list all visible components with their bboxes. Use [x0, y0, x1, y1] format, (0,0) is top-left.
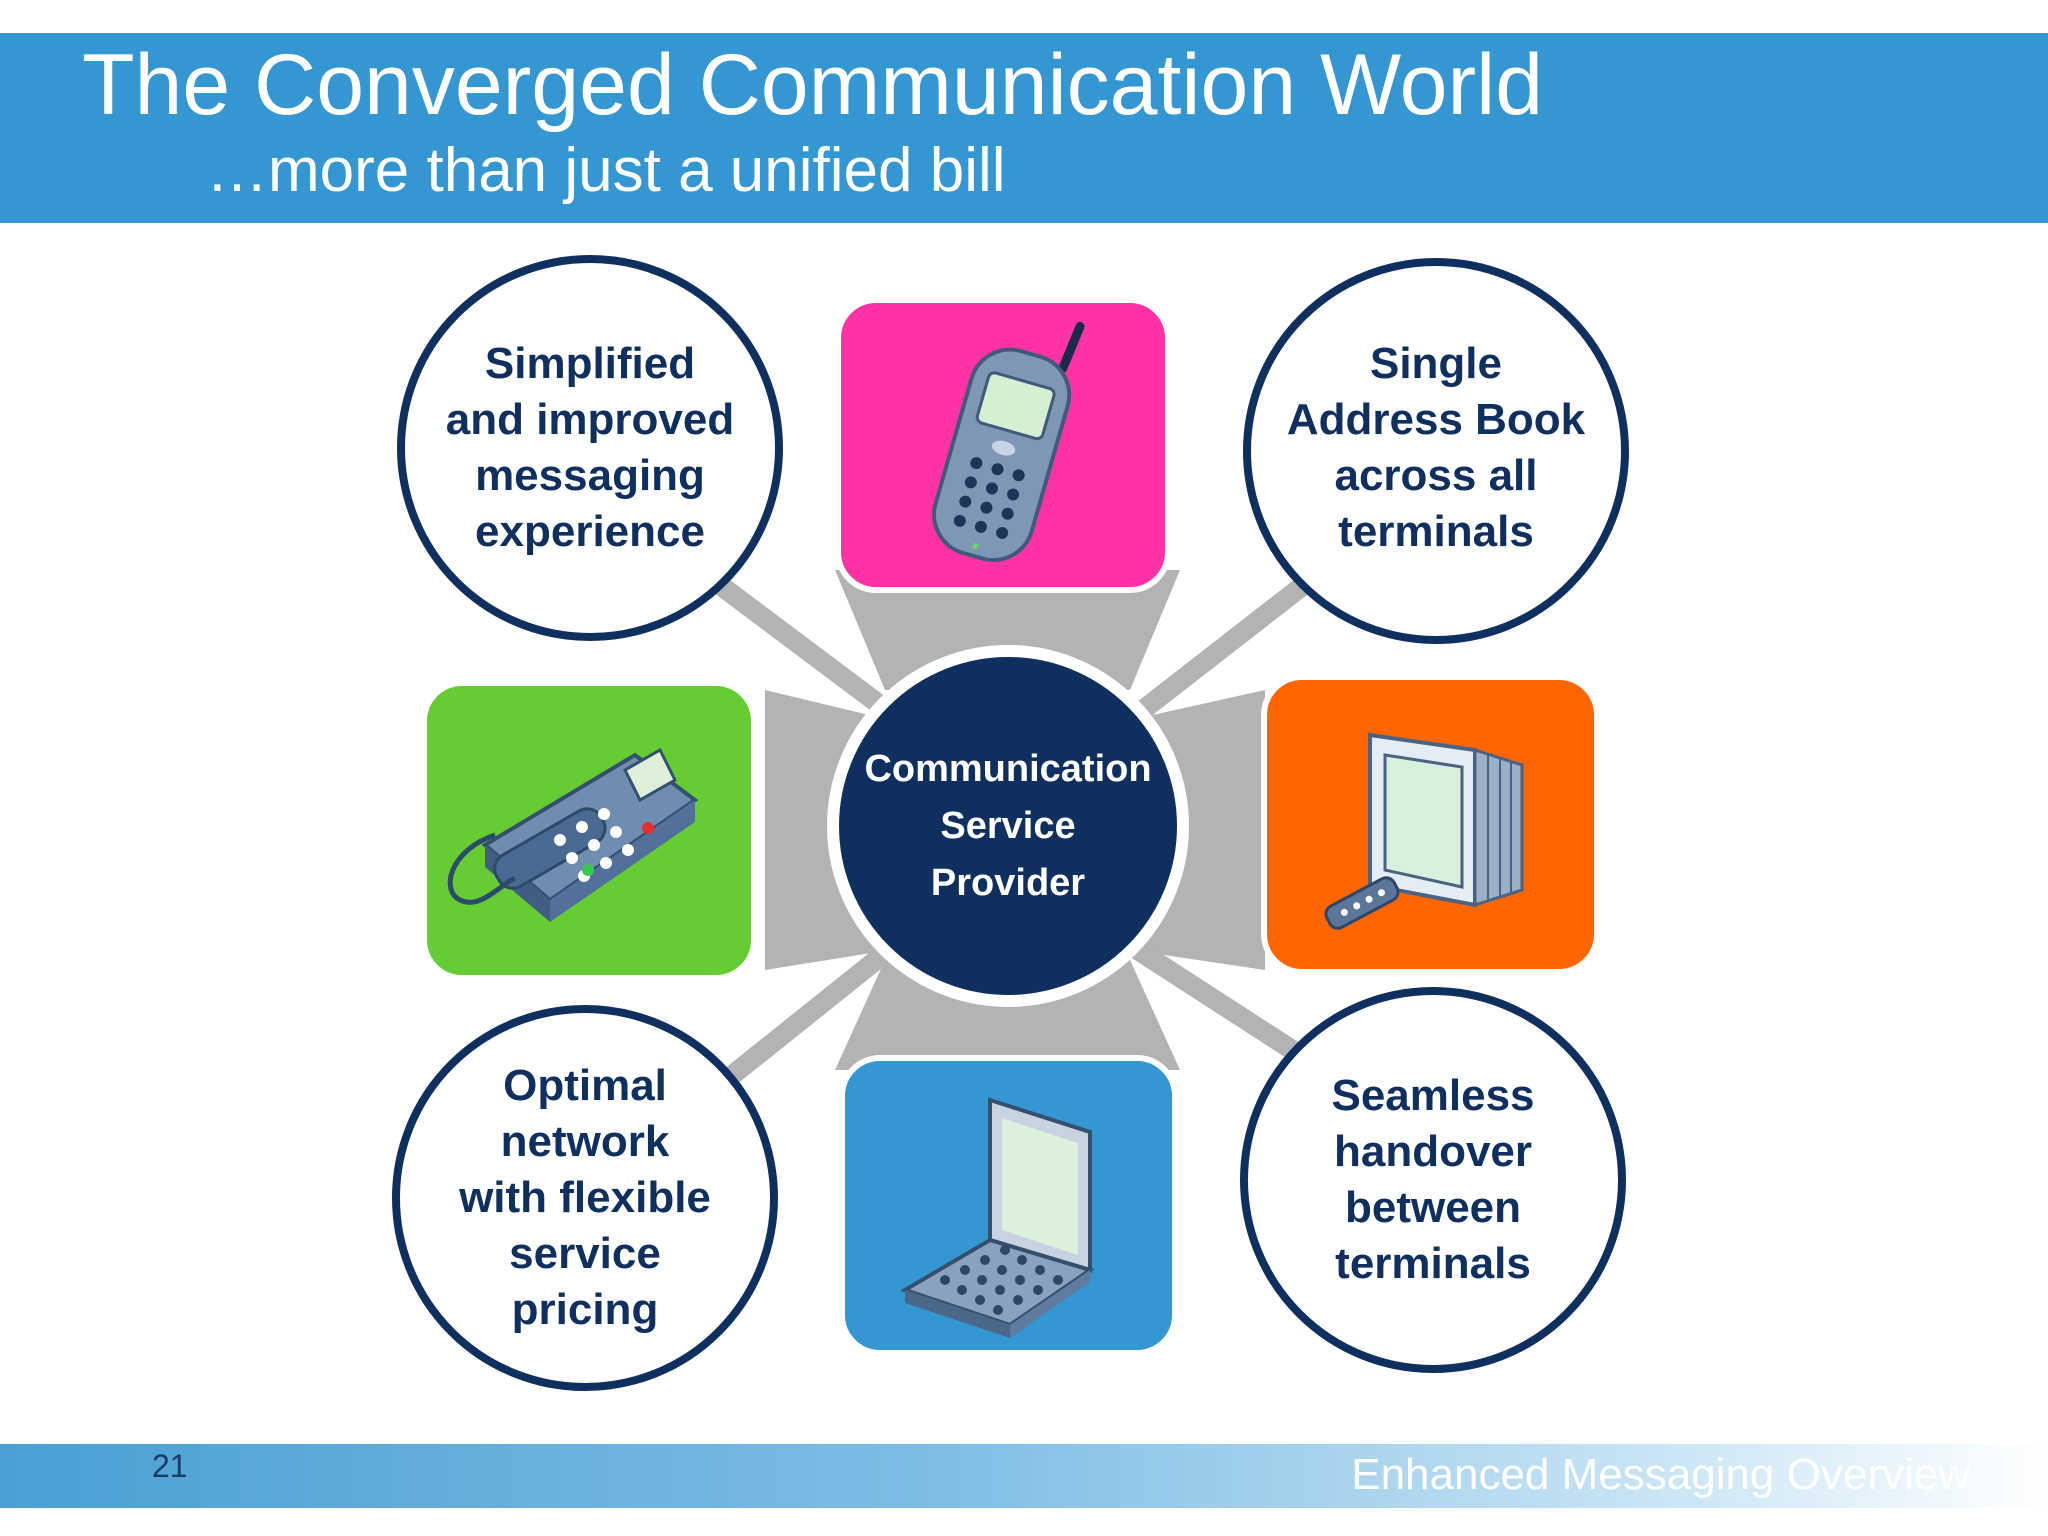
laptop-icon	[900, 1097, 1095, 1338]
slide-title: The Converged Communication World	[82, 37, 1544, 133]
page-number: 21	[152, 1448, 188, 1484]
benefit-label-messaging: Simplified and improved messaging experi…	[445, 339, 735, 556]
benefit-label-handover: Seamless handover between terminals	[1331, 1071, 1535, 1288]
footer-bar	[0, 1444, 2048, 1508]
connector-bottom-right	[1120, 935, 1310, 1065]
television-icon	[1324, 732, 1524, 930]
benefit-circle-address-book	[1243, 258, 1629, 644]
center-circle	[827, 645, 1189, 1007]
center-label: Communication Service Provider	[864, 747, 1152, 904]
connector-top-right	[1120, 570, 1320, 730]
benefit-label-network: Optimal network with flexible service pr…	[459, 1061, 711, 1334]
connector-top-left	[710, 575, 910, 730]
benefit-circle-network	[392, 1005, 778, 1391]
connector-top	[835, 570, 1180, 690]
footer-text: Enhanced Messaging Overview	[1351, 1450, 1970, 1499]
mobile-phone-icon	[932, 321, 1085, 563]
benefit-circle-messaging	[397, 255, 783, 641]
desk-phone-icon	[447, 747, 699, 922]
connector-bottom	[835, 960, 1180, 1070]
benefit-circle-handover	[1240, 987, 1626, 1373]
connector-bottom-left	[710, 935, 905, 1095]
benefit-label-address-book: Single Address Book across all terminals	[1286, 339, 1586, 556]
slide-subtitle: …more than just a unified bill	[206, 136, 1006, 205]
title-bar	[0, 33, 2048, 223]
